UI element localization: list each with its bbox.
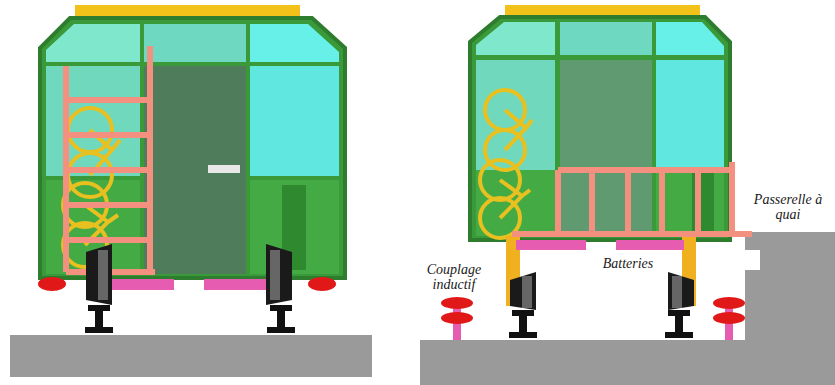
battery: [516, 240, 586, 250]
bike-rack: [66, 46, 155, 272]
window: [560, 22, 652, 55]
window: [476, 22, 555, 55]
tail-light: [38, 277, 66, 291]
ground: [10, 335, 372, 377]
window: [250, 66, 339, 176]
vehicle-body: [470, 17, 730, 240]
tail-light: [308, 277, 336, 291]
window: [656, 60, 724, 170]
window: [656, 22, 724, 55]
vehicle-body: [40, 18, 345, 278]
window: [46, 66, 140, 176]
window: [144, 24, 246, 62]
part-label: Passerelle à quai: [748, 192, 828, 222]
window: [46, 24, 140, 62]
lower-panel: [656, 170, 724, 236]
inductive-coupling: [441, 297, 745, 340]
door-handle: [208, 165, 240, 173]
battery: [204, 279, 274, 290]
bicycles: [480, 90, 532, 238]
part-label: Couplage inductif: [418, 262, 490, 292]
bike-rack-gangway: [512, 162, 752, 234]
battery: [108, 279, 174, 290]
door: [144, 66, 246, 274]
rails: [85, 305, 295, 333]
battery: [616, 240, 684, 250]
part-label: Batteries: [596, 256, 660, 271]
wheels: [86, 244, 292, 305]
wheels: [510, 272, 694, 310]
lower-panel: [250, 180, 339, 274]
rails: [509, 310, 693, 338]
window: [250, 24, 339, 62]
bicycles: [63, 108, 120, 267]
platform: [745, 232, 835, 385]
door: [560, 60, 652, 235]
